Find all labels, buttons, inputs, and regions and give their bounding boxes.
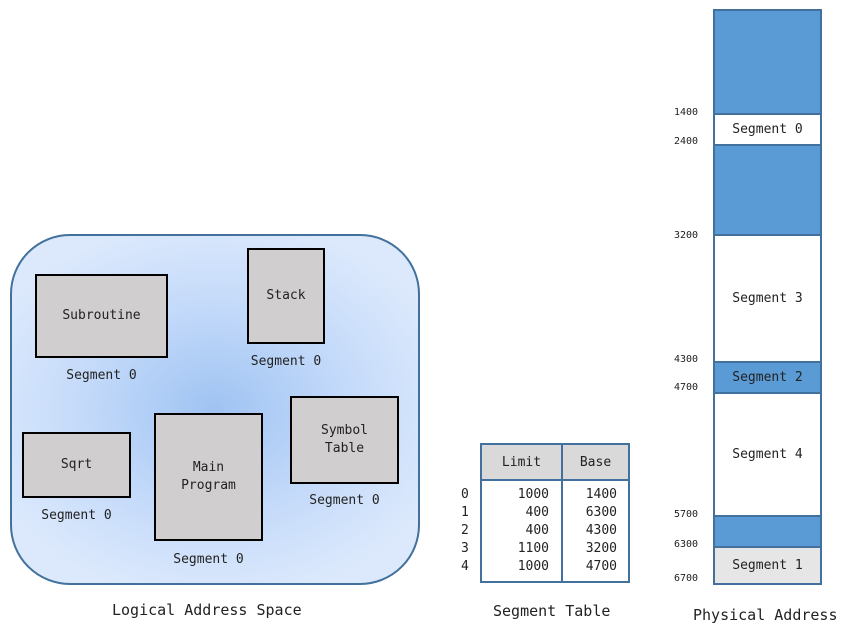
memory-block-segment-2: Segment 2 — [715, 363, 820, 394]
symbol-table-segment-label: Segment 0 — [309, 493, 380, 508]
address-label: 4700 — [674, 382, 699, 393]
address-label: 6700 — [674, 573, 699, 584]
limit-header: Limit — [482, 445, 561, 481]
row-index: 0 — [461, 487, 469, 502]
limit-cell: 400 — [525, 523, 549, 538]
segment-table: Limit Base — [480, 443, 630, 583]
symbol-table-segment-box: Symbol Table — [290, 396, 399, 484]
limit-cell: 1000 — [517, 487, 549, 502]
memory-block-segment-4: Segment 4 — [715, 394, 820, 517]
address-label: 2400 — [674, 136, 699, 147]
address-label: 3200 — [674, 230, 699, 241]
memory-block-segment-1: Segment 1 — [715, 548, 820, 583]
address-label: 5700 — [674, 509, 699, 520]
memory-block-segment-0: Segment 0 — [715, 115, 820, 146]
free-memory-block — [715, 11, 820, 115]
address-label: 6300 — [674, 539, 699, 550]
base-cell: 3200 — [585, 541, 617, 556]
row-index: 1 — [461, 505, 469, 520]
address-label: 1400 — [674, 107, 699, 118]
segment-table-caption: Segment Table — [493, 602, 611, 620]
stack-segment-label: Segment 0 — [250, 354, 322, 369]
base-cell: 4700 — [585, 559, 617, 574]
subroutine-segment-label: Segment 0 — [66, 368, 137, 383]
subroutine-segment-box: Subroutine — [35, 274, 168, 358]
sqrt-segment-box: Sqrt — [22, 432, 131, 498]
physical-address-caption: Physical Address — [693, 606, 838, 624]
limit-cell: 1000 — [517, 559, 549, 574]
free-memory-block — [715, 517, 820, 548]
physical-memory: Segment 0 Segment 3 Segment 2 Segment 4 … — [713, 9, 822, 585]
sqrt-segment-label: Segment 0 — [41, 508, 112, 523]
limit-cell: 1100 — [517, 541, 549, 556]
memory-block-segment-3: Segment 3 — [715, 236, 820, 363]
main-program-segment-label: Segment 0 — [173, 552, 244, 567]
logical-address-space-caption: Logical Address Space — [112, 601, 302, 619]
base-header: Base — [563, 445, 628, 481]
column-divider — [561, 445, 563, 581]
base-cell: 4300 — [585, 523, 617, 538]
main-program-segment-box: Main Program — [154, 413, 263, 541]
free-memory-block — [715, 146, 820, 236]
row-index: 3 — [461, 541, 469, 556]
stack-segment-box: Stack — [247, 248, 325, 344]
base-cell: 1400 — [585, 487, 617, 502]
row-index: 4 — [461, 559, 469, 574]
limit-cell: 400 — [525, 505, 549, 520]
base-cell: 6300 — [585, 505, 617, 520]
row-index: 2 — [461, 523, 469, 538]
address-label: 4300 — [674, 354, 699, 365]
